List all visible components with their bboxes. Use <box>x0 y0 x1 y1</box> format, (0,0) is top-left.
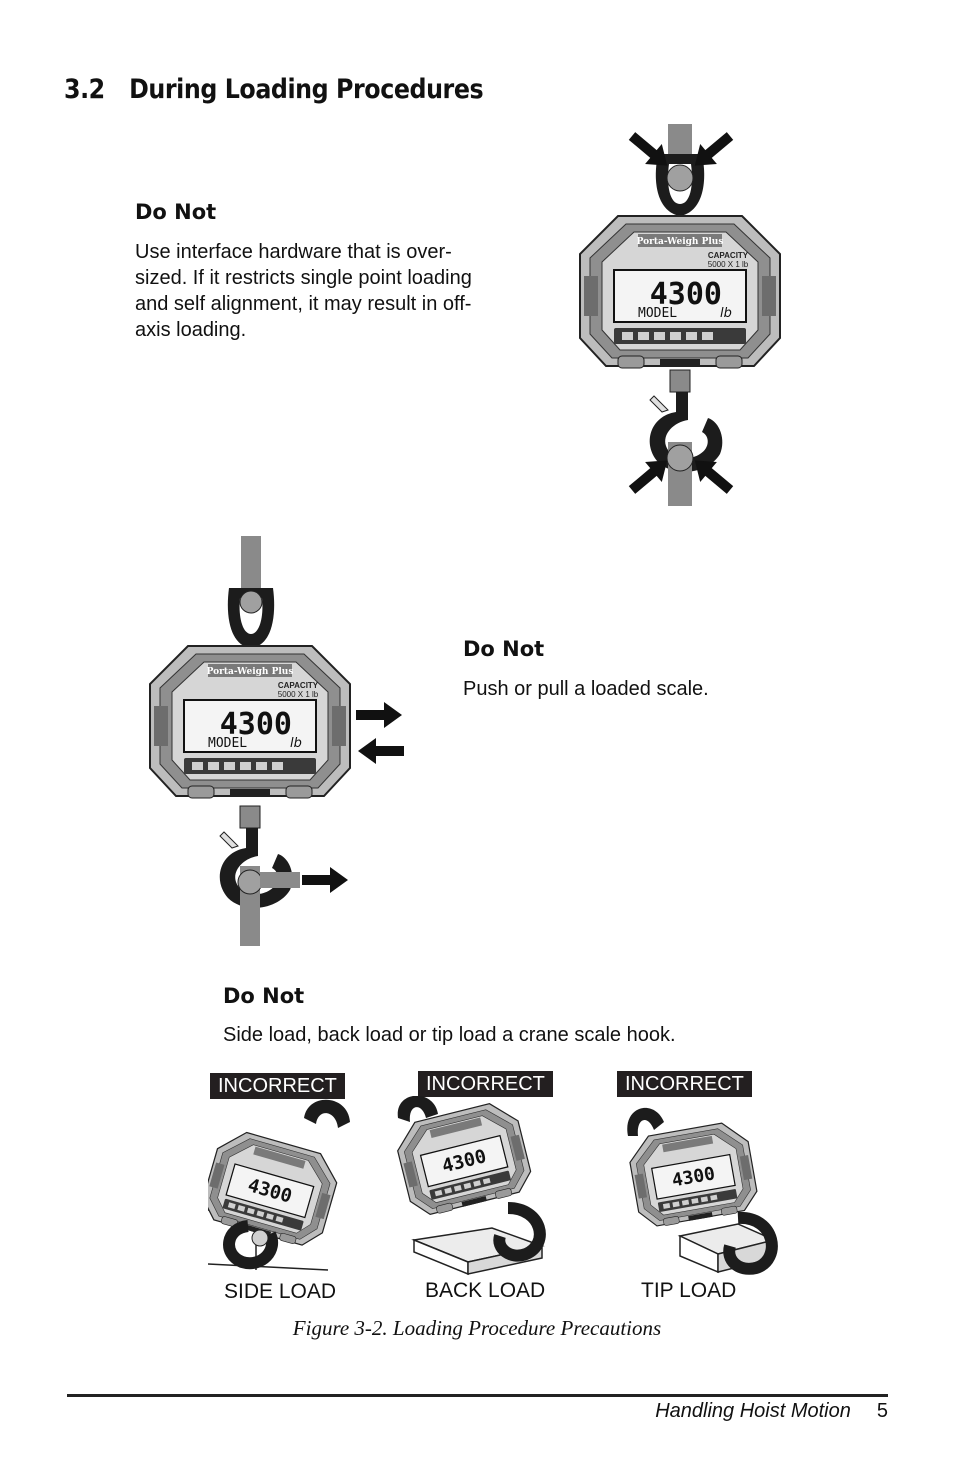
scale-unit: lb <box>290 736 302 751</box>
paragraph-line: Push or pull a loaded scale. <box>463 678 709 700</box>
scale-capacity-value: 5000 X 1 lb <box>708 260 749 269</box>
incorrect-tag-side-load: INCORRECT <box>210 1073 345 1099</box>
heading-do-not-1: Do Not <box>135 200 217 224</box>
section-number: 3.2 <box>64 74 105 105</box>
incorrect-tag-back-load: INCORRECT <box>418 1071 553 1097</box>
illustration-push-pull: Porta-Weigh Plus CAPACITY 5000 X 1 lb 43… <box>149 536 404 946</box>
push-arrow-icon <box>356 702 402 728</box>
illustration-oversized-hardware: Porta-Weigh Plus CAPACITY 5000 X 1 lb 43… <box>579 124 781 506</box>
section-title-text: During Loading Procedures <box>129 74 484 105</box>
scale-reading: 4300 <box>220 707 292 742</box>
page-number: 5 <box>876 1400 888 1422</box>
pull-arrow-icon <box>358 738 404 764</box>
pull-arrow-icon <box>302 867 348 893</box>
scale-brand: Porta-Weigh Plus <box>637 237 724 247</box>
illustration-back-load: 4300 <box>392 1096 546 1276</box>
scale-capacity-label: CAPACITY <box>278 681 319 690</box>
label-back-load: BACK LOAD <box>425 1279 546 1302</box>
scale-brand: Porta-Weigh Plus <box>207 667 294 677</box>
footer-title: Handling Hoist Motion <box>655 1400 851 1422</box>
paragraph-push-pull: Push or pull a loaded scale. <box>463 676 709 702</box>
section-title: 3.2 During Loading Procedures <box>64 74 484 105</box>
page-footer: Handling Hoist Motion 5 <box>655 1400 888 1423</box>
scale-reading: 4300 <box>650 277 722 312</box>
label-tip-load: TIP LOAD <box>641 1279 737 1302</box>
illustration-tip-load: 4300 <box>625 1107 778 1275</box>
footer-rule <box>67 1394 888 1397</box>
paragraph-oversized-hardware: Use interface hardware that is over- siz… <box>135 239 535 343</box>
figure-caption: Figure 3-2. Loading Procedure Precaution… <box>292 1316 662 1340</box>
incorrect-tag-tip-load: INCORRECT <box>617 1071 752 1097</box>
paragraph-hook-loading: Side load, back load or tip load a crane… <box>223 1022 676 1048</box>
scale-mode: MODEL <box>638 306 677 321</box>
scale-mode: MODEL <box>208 736 247 751</box>
heading-do-not-2: Do Not <box>463 637 545 661</box>
heading-do-not-3: Do Not <box>223 984 305 1008</box>
scale-unit: lb <box>720 306 732 321</box>
label-side-load: SIDE LOAD <box>224 1280 337 1303</box>
paragraph-line: and self alignment, it may result in off… <box>135 293 472 315</box>
scale-capacity-label: CAPACITY <box>708 251 749 260</box>
paragraph-line: Side load, back load or tip load a crane… <box>223 1024 676 1046</box>
paragraph-line: sized. If it restricts single point load… <box>135 267 472 289</box>
paragraph-line: axis loading. <box>135 319 247 341</box>
paragraph-line: Use interface hardware that is over- <box>135 241 452 263</box>
illustration-side-load: 4300 <box>208 1099 350 1271</box>
scale-capacity-value: 5000 X 1 lb <box>278 690 319 699</box>
